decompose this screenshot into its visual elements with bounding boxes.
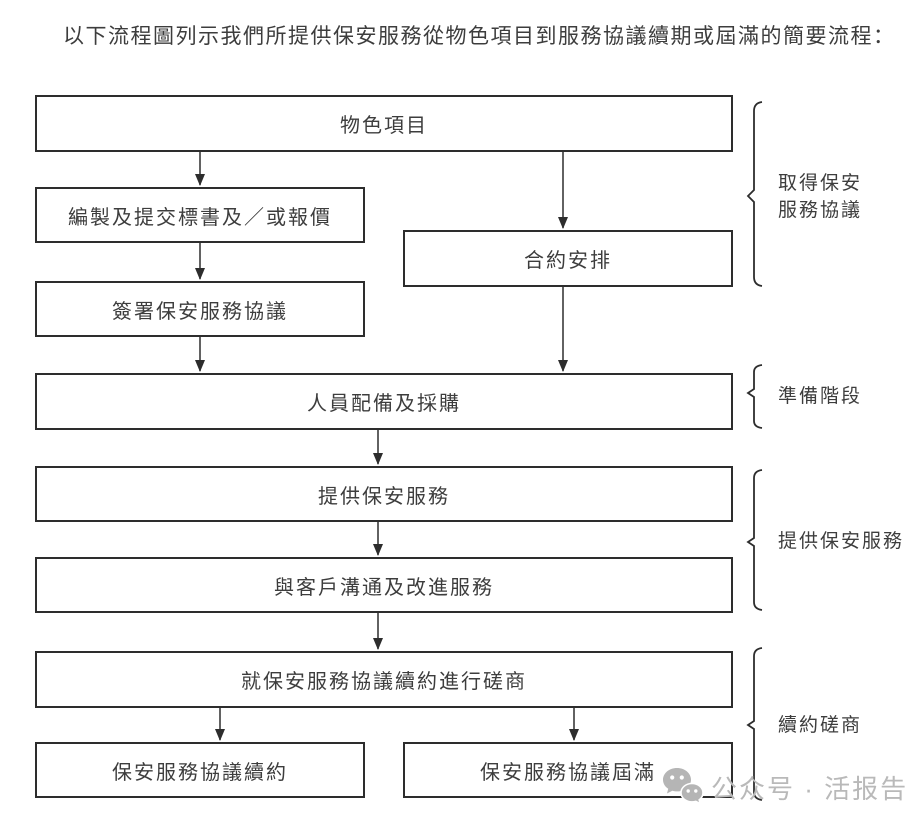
flow-node-label: 合約安排 [524,248,612,272]
stage-label-provide-services: 提供保安服務 [778,528,904,555]
stage-label-line: 取得保安 [778,172,863,194]
flow-node-staffing-procurement: 人員配備及採購 [35,373,733,430]
flow-node-label: 人員配備及採購 [307,391,461,415]
flow-node-contract-arrangement: 合約安排 [403,230,733,287]
watermark: 公众号 · 活报告 [662,767,908,807]
flow-node-label: 提供保安服務 [318,483,450,508]
flow-node-label: 就保安服務協議續約進行磋商 [241,669,527,693]
stage-brace-acquire-agreement [746,101,763,287]
flow-node-label: 物色項目 [340,113,428,137]
watermark-text: 公众号 · 活报告 [711,773,908,804]
flow-node-negotiate-renewal: 就保安服務協議續約進行磋商 [35,651,733,708]
flow-node-label: 與客戶溝通及改進服務 [274,574,494,599]
stage-label-line: 提供保安服務 [778,530,905,552]
stage-label-acquire-agreement: 取得保安 服務協議 [778,170,862,224]
flow-node-prepare-tender: 編製及提交標書及／或報價 [35,187,365,243]
wechat-icon [662,767,704,807]
flow-node-agreement-renewal: 保安服務協議續約 [35,742,365,798]
stage-brace-provide-services [746,469,763,611]
flow-node-communicate-improve: 與客戶溝通及改進服務 [35,557,733,613]
flow-node-label: 編製及提交標書及／或報價 [68,204,332,229]
stage-label-line: 服務協議 [778,199,863,221]
flow-node-identify-project: 物色項目 [35,95,733,152]
flow-node-label: 簽署保安服務協議 [112,298,288,323]
page-title: 以下流程圖列示我們所提供保安服務從物色項目到服務協議續期或屆滿的簡要流程： [63,24,896,48]
stage-label-preparation: 準備階段 [778,383,862,410]
stage-label-line: 準備階段 [778,385,863,407]
flow-node-sign-agreement: 簽署保安服務協議 [35,281,365,337]
stage-label-renewal-negotiation: 續約磋商 [778,712,862,739]
stage-brace-preparation [746,364,763,429]
flow-node-label: 保安服務協議屆滿 [480,759,656,784]
flow-node-label: 保安服務協議續約 [112,759,288,784]
stage-label-line: 續約磋商 [778,714,863,736]
flow-node-provide-services: 提供保安服務 [35,466,733,522]
